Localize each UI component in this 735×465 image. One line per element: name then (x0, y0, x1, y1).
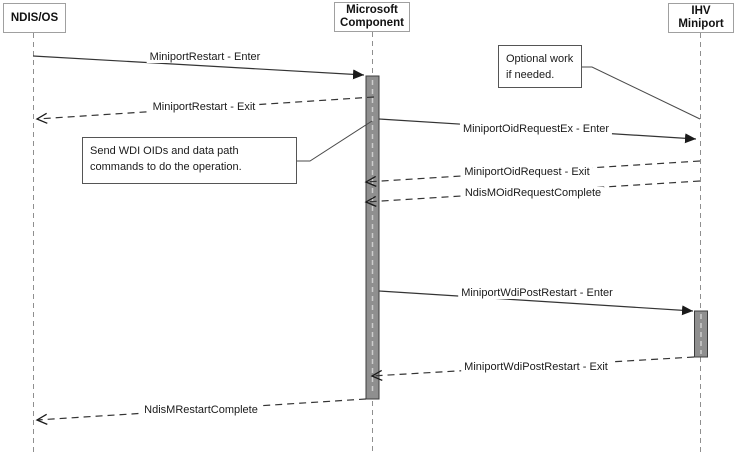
message-label-ndis-m-oid-request-complete: NdisMOidRequestComplete (461, 187, 605, 199)
message-label-miniport-restart-enter: MiniportRestart - Enter (146, 51, 264, 63)
note-optional-work: Optional work if needed. (498, 45, 582, 88)
message-label-miniport-restart-exit: MiniportRestart - Exit (149, 101, 259, 113)
message-label-miniport-oid-request-exit: MiniportOidRequest - Exit (461, 166, 593, 178)
arrow-ndis-m-oid-request-complete (364, 180, 701, 207)
leader-send-wdi-oids-note (297, 120, 373, 162)
message-label-miniport-oid-request-ex-enter: MiniportOidRequestEx - Enter (459, 123, 613, 135)
arrow-miniport-restart-enter (32, 55, 365, 80)
actor-ihv-miniport: IHV Miniport (668, 3, 734, 33)
actor-microsoft-component: Microsoft Component (334, 2, 410, 32)
activation-bar-ihv-miniport (694, 310, 708, 358)
arrow-miniport-wdi-post-restart-enter (378, 290, 694, 316)
activation-bar-microsoft-component (365, 75, 380, 400)
note-send-wdi-oids: Send WDI OIDs and data path commands to … (82, 137, 297, 184)
arrow-miniport-oid-request-exit (364, 160, 701, 187)
leader-optional-work-note (582, 66, 701, 120)
message-label-ndis-m-restart-complete: NdisMRestartComplete (141, 404, 261, 416)
actor-ndis-os: NDIS/OS (3, 3, 66, 33)
message-label-miniport-wdi-post-restart-enter: MiniportWdiPostRestart - Enter (458, 287, 616, 299)
arrow-ndis-m-restart-complete (35, 398, 367, 425)
message-label-miniport-wdi-post-restart-exit: MiniportWdiPostRestart - Exit (461, 361, 611, 373)
